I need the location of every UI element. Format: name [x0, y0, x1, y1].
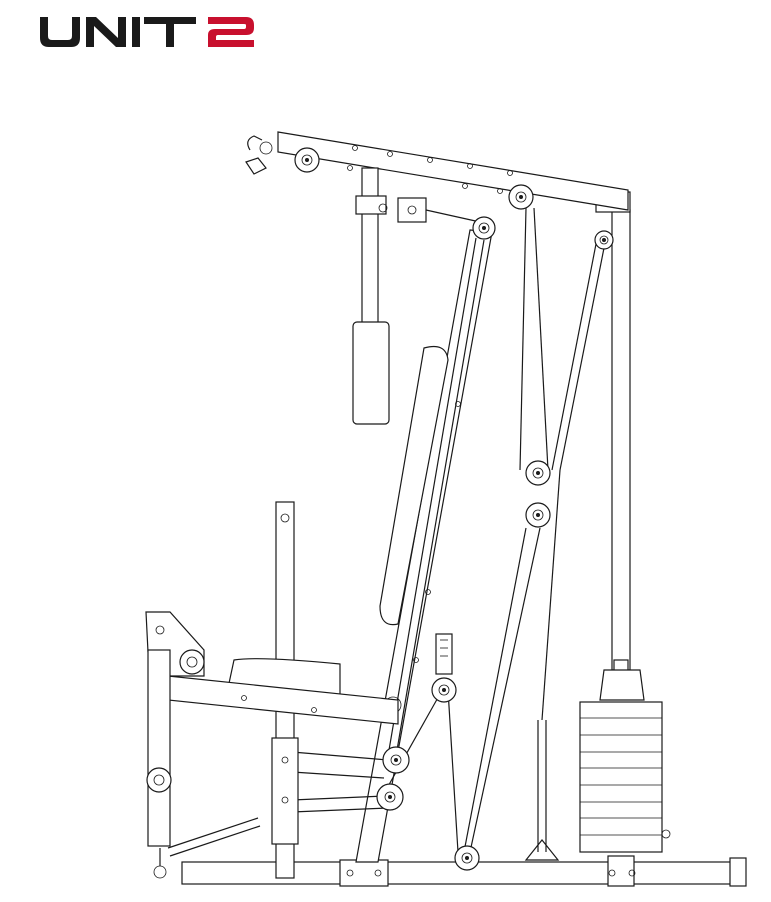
- logo-letter-t: [144, 17, 196, 47]
- unit-2-logo: [40, 17, 254, 47]
- logo-letter-n: [86, 17, 126, 47]
- pulley: [508, 184, 534, 210]
- low-pulley-chain: [524, 720, 560, 861]
- seat-and-leg-extension: [145, 611, 399, 879]
- pulley: [525, 460, 551, 486]
- logo-letter-u: [40, 17, 80, 47]
- floating-pulley-bracket: [435, 633, 453, 675]
- pulley: [594, 230, 614, 250]
- pulley: [376, 783, 404, 811]
- pulley: [525, 502, 551, 528]
- weight-stack: [579, 659, 671, 853]
- upper-pad-assembly: [352, 167, 481, 425]
- top-boom: [245, 131, 629, 211]
- cable-rods: [291, 207, 605, 853]
- pulley: [431, 677, 457, 703]
- pulleys: [272, 147, 614, 871]
- logo-digit-2: [208, 17, 254, 47]
- pulley: [382, 746, 410, 774]
- pulley: [472, 216, 496, 240]
- pulley: [454, 845, 480, 871]
- pulley: [294, 147, 320, 173]
- logo-letter-i: [132, 17, 140, 47]
